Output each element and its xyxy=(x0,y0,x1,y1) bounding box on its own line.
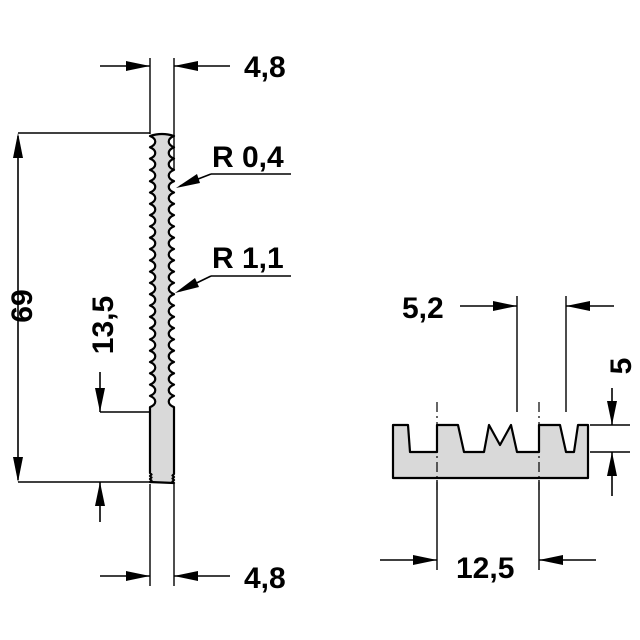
fin-spacing-arrow-right xyxy=(493,301,517,311)
side-view: 69 13,5 4,8 4,8 R 0,4 R 1,1 xyxy=(6,51,291,595)
fin-spacing-arrow-left xyxy=(566,301,590,311)
overall-spacing-label: 12,5 xyxy=(456,552,514,585)
base-height-arrow-down xyxy=(95,388,105,412)
height-label: 69 xyxy=(6,289,39,322)
height-arrow-down xyxy=(13,457,23,482)
top-width-arrow-left xyxy=(174,61,198,71)
end-view: 5,2 5 12,5 xyxy=(380,292,638,585)
base-height-arrow-up xyxy=(95,482,105,506)
small-radius-arrow xyxy=(176,174,200,188)
height-arrow-up xyxy=(13,133,23,158)
heatsink-end-profile xyxy=(391,423,590,480)
small-radius-label: R 0,4 xyxy=(212,141,284,174)
heatsink-side-profile xyxy=(148,132,176,485)
bottom-width-arrow-right xyxy=(126,571,150,581)
fin-spacing-label: 5,2 xyxy=(402,292,444,325)
fin-height-arrow-up xyxy=(607,452,617,476)
bottom-width-arrow-left xyxy=(174,571,198,581)
fin-height-arrow-down xyxy=(607,401,617,425)
bottom-width-label: 4,8 xyxy=(244,562,286,595)
fin-height-label: 5 xyxy=(605,358,638,375)
top-width-arrow-right xyxy=(126,61,150,71)
overall-spacing-arrow-right xyxy=(413,555,437,565)
overall-spacing-arrow-left xyxy=(539,555,563,565)
large-radius-label: R 1,1 xyxy=(212,242,284,275)
base-height-label: 13,5 xyxy=(87,296,120,354)
large-radius-arrow xyxy=(175,278,199,293)
top-width-label: 4,8 xyxy=(244,51,286,84)
